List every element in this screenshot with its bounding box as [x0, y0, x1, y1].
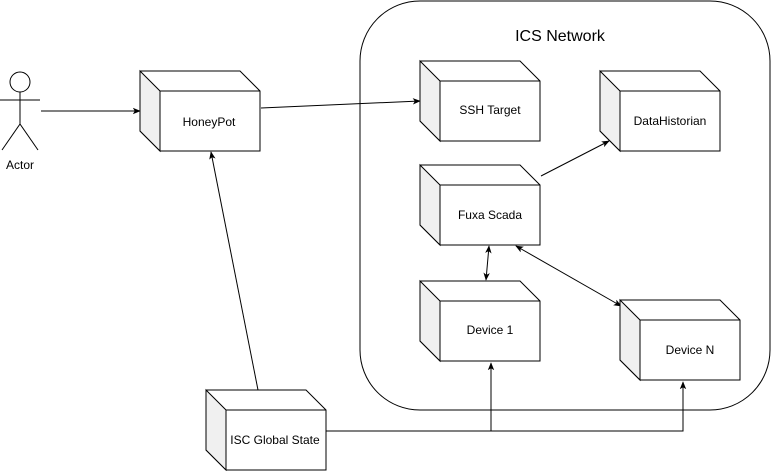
node-ssh-target[interactable]: SSH Target [419, 59, 541, 143]
node-isc-global-state[interactable]: ISC Global State [205, 388, 327, 471]
person-icon[interactable] [0, 71, 40, 151]
isc-global-state-label: ISC Global State [230, 433, 320, 447]
ssh-target-label: SSH Target [459, 103, 521, 117]
actor-label: Actor [6, 158, 34, 172]
ics-network-title: ICS Network [515, 28, 606, 45]
node-honeypot[interactable]: HoneyPot [139, 69, 261, 153]
node-datahistorian[interactable]: DataHistorian [599, 69, 721, 153]
node-device-1[interactable]: Device 1 [419, 279, 541, 363]
node-fuxa-scada[interactable]: Fuxa Scada [419, 163, 541, 247]
node-device-n[interactable]: Device N [619, 298, 741, 382]
device-1-label: Device 1 [467, 323, 514, 337]
datahistorian-label: DataHistorian [634, 114, 707, 128]
edge-isc-devicen [491, 381, 687, 432]
edges [41, 98, 687, 432]
honeypot-label: HoneyPot [183, 115, 236, 129]
edge-fuxa-devicen [515, 245, 622, 307]
edge-isc-honeypot [209, 151, 259, 391]
fuxa-scada-label: Fuxa Scada [458, 208, 522, 222]
edge-fuxa-device1 [483, 245, 492, 281]
edge-honeypot-ssh-target [260, 98, 421, 109]
edge-fuxa-datahistorian [540, 140, 610, 177]
device-n-label: Device N [666, 343, 715, 357]
